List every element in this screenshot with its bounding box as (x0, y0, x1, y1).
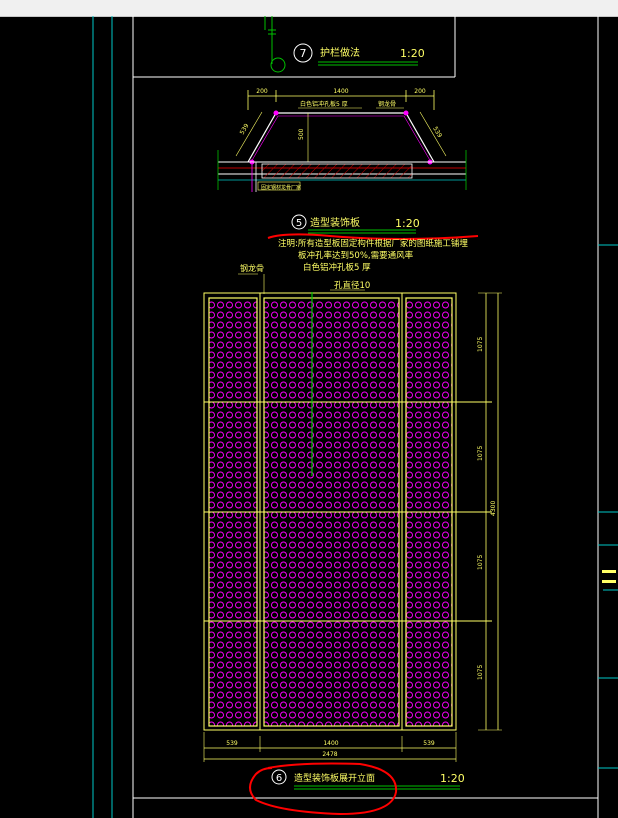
d6-dim-middle: 1400 (323, 740, 338, 747)
detail7-header: 7 护栏做法 1:20 (264, 16, 425, 73)
note-line2: 板冲孔率达到50%,需要通风率 (298, 250, 414, 261)
note-line1: 注明:所有造型板固定构件根据厂家的图纸施工铺埋 (278, 238, 468, 249)
detail7-scale: 1:20 (400, 47, 425, 60)
detail6-scale: 1:20 (440, 772, 465, 785)
detail5-number: 5 (296, 218, 302, 229)
d6-dim-row4: 1075 (477, 665, 484, 680)
d5-dim-slant-left: 539 (239, 122, 251, 136)
d5-dim-slant-right: 539 (431, 126, 443, 140)
d6-dim-row3: 1075 (477, 555, 484, 570)
d6-dim-row2: 1075 (477, 446, 484, 461)
d5-dim-right: 200 (414, 88, 426, 95)
d6-dim-right: 539 (423, 740, 435, 747)
red-markup-underline (267, 233, 479, 240)
detail6-title: 造型装饰板展开立面 (294, 772, 375, 784)
notes-block: 注明:所有造型板固定构件根据厂家的图纸施工铺埋 板冲孔率达到50%,需要通风率 … (238, 238, 468, 291)
detail5-title: 造型装饰板 (310, 216, 360, 229)
note-keel-left: 钢龙骨 (240, 263, 264, 273)
detail6-elevation: 1075 1075 1075 1075 4300 539 1400 539 24… (203, 274, 502, 816)
right-edge-text-fragments (602, 570, 616, 583)
d5-label-note: 固定钢材龙骨厂家 (261, 184, 301, 191)
red-markup-circle (249, 762, 398, 816)
d5-label-plate: 白色铝冲孔板5 厚 (300, 100, 348, 108)
d6-dim-total-v: 4300 (490, 501, 497, 516)
d6-dim-left: 539 (226, 740, 238, 747)
d5-dim-middle: 1400 (333, 88, 348, 95)
detail5-scale: 1:20 (395, 217, 420, 230)
d6-dim-row1: 1075 (477, 337, 484, 352)
note-hole: 孔直径10 (334, 280, 370, 291)
d5-dim-left: 200 (256, 88, 268, 95)
d6-dim-total-h: 2478 (322, 751, 337, 758)
note-line3: 白色铝冲孔板5 厚 (303, 262, 371, 273)
sheet-frame (92, 16, 618, 818)
window-top-bar (0, 0, 618, 17)
d5-dim-height: 500 (298, 128, 305, 140)
detail6-number: 6 (276, 773, 282, 784)
detail7-number: 7 (300, 47, 307, 60)
detail5-section: 200 1400 200 白色铝冲孔板5 厚 钢龙骨 539 539 500 (217, 88, 479, 240)
detail7-title: 护栏做法 (320, 46, 360, 59)
cad-drawing-canvas[interactable]: 7 护栏做法 1:20 200 1400 200 白色铝冲孔板5 厚 钢龙骨 5… (0, 16, 618, 818)
d5-label-keel: 钢龙骨 (378, 100, 396, 108)
